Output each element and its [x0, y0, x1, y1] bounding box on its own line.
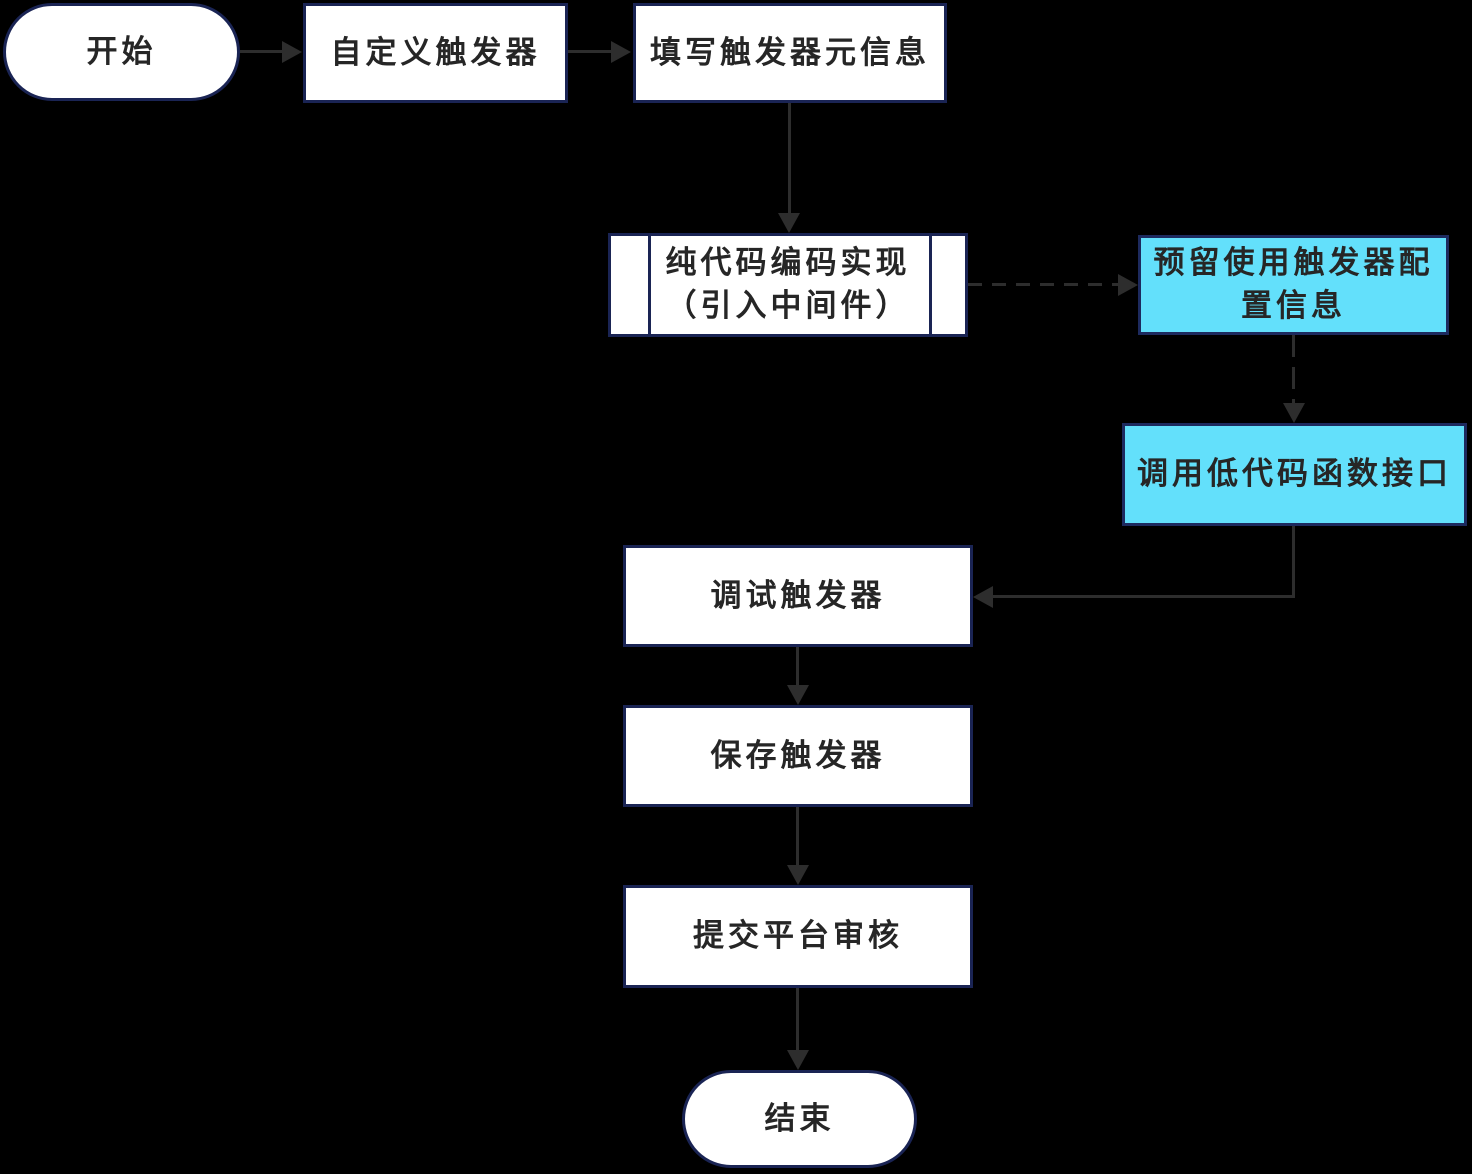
edge-purecode-reserve-arrowhead	[1118, 274, 1138, 296]
node-label: 提交平台审核	[693, 918, 903, 954]
node-label: 纯代码编码实现 （引入中间件）	[665, 245, 911, 323]
node-label: 填写触发器元信息	[650, 34, 930, 70]
edge-custom-fillmeta-line	[568, 50, 612, 53]
node-label: 调用低代码函数接口	[1137, 456, 1452, 492]
edge-debug-save-line	[796, 647, 799, 687]
edge-start-custom-arrowhead	[282, 41, 302, 63]
node-save-trigger: 保存触发器	[623, 705, 973, 807]
node-pure-code: 纯代码编码实现 （引入中间件）	[608, 233, 968, 337]
edge-lowcode-debug-hline	[993, 595, 1295, 598]
node-reserve-config: 预留使用触发器配 置信息	[1138, 235, 1449, 335]
node-call-lowcode: 调用低代码函数接口	[1122, 423, 1467, 526]
node-end: 结束	[682, 1070, 917, 1168]
edge-custom-fillmeta-arrowhead	[611, 41, 631, 63]
node-label: 开始	[86, 33, 157, 69]
node-label: 调试触发器	[710, 577, 886, 613]
node-label: 自定义触发器	[330, 34, 541, 70]
edge-submit-end-line	[796, 988, 799, 1052]
node-custom-trigger: 自定义触发器	[303, 3, 568, 103]
edge-save-submit-arrowhead	[787, 865, 809, 885]
predefined-side-bar	[929, 236, 932, 334]
edge-lowcode-debug-vline	[1292, 526, 1295, 597]
edge-debug-save-arrowhead	[787, 685, 809, 705]
node-debug-trigger: 调试触发器	[623, 545, 973, 647]
edge-reserve-lowcode-line	[1292, 335, 1295, 405]
node-start: 开始	[3, 3, 240, 101]
edge-reserve-lowcode-arrowhead	[1283, 403, 1305, 423]
edge-fillmeta-purecode-line	[788, 103, 791, 215]
node-label: 保存触发器	[710, 737, 886, 773]
edge-save-submit-line	[796, 807, 799, 867]
node-submit-review: 提交平台审核	[623, 885, 973, 988]
edge-start-custom-line	[240, 50, 284, 53]
edge-fillmeta-purecode-arrowhead	[778, 213, 800, 233]
node-fill-meta: 填写触发器元信息	[633, 3, 947, 103]
edge-submit-end-arrowhead	[787, 1050, 809, 1070]
node-label: 结束	[764, 1100, 835, 1136]
edge-lowcode-debug-arrowhead	[973, 586, 993, 608]
node-label: 预留使用触发器配 置信息	[1153, 245, 1434, 323]
edge-purecode-reserve-line	[968, 283, 1120, 286]
predefined-side-bar	[648, 236, 651, 334]
